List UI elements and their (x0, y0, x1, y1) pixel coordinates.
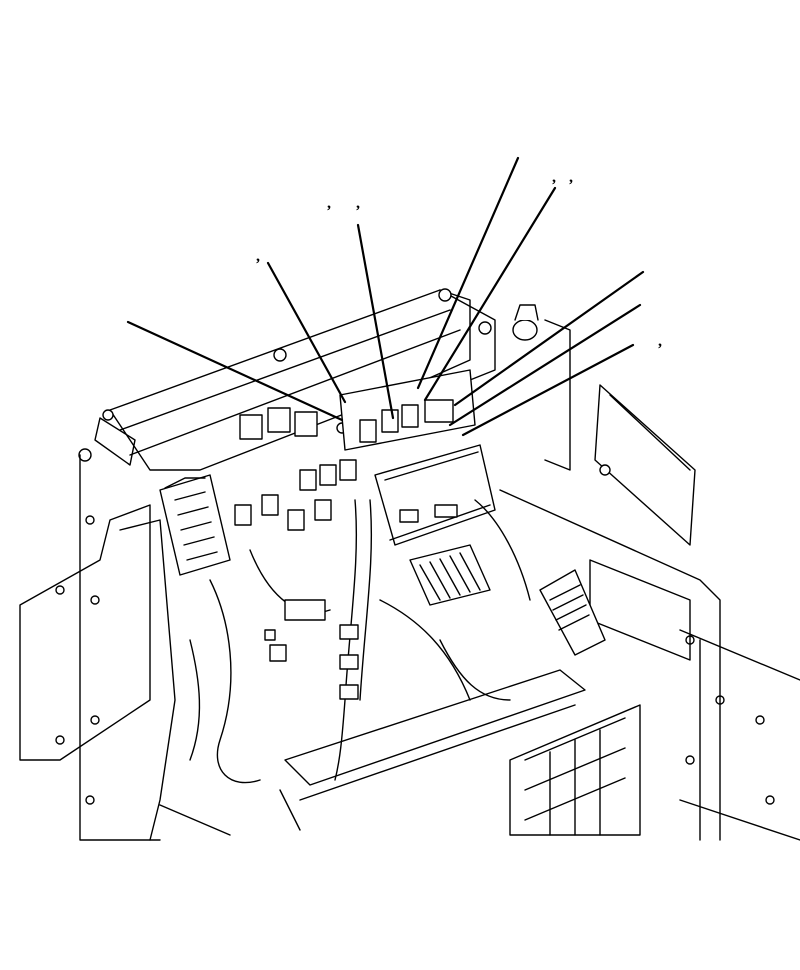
leader-line-3 (356, 223, 395, 420)
heat-sink (409, 544, 491, 606)
callout-mark-6: , (658, 333, 662, 350)
ecu-box (594, 384, 696, 546)
callout-mark-4: , (569, 169, 573, 186)
wiring-harness (189, 499, 531, 784)
radiator-grille (509, 704, 641, 836)
access-plate (539, 569, 606, 656)
floor-edge (159, 799, 800, 841)
callout-mark-2: , (356, 195, 360, 212)
callout-mark-5: , (256, 248, 260, 265)
leader-line-4 (416, 156, 520, 390)
leader-line-5 (423, 186, 557, 402)
callout-mark-1: , (327, 195, 331, 212)
cross-beam (279, 669, 586, 831)
right-structure (499, 319, 800, 841)
left-side-panel (19, 454, 176, 841)
relay-cluster-upper (234, 407, 357, 531)
leader-lines (126, 156, 645, 437)
leader-line-2 (266, 261, 347, 404)
leader-line-8 (461, 343, 635, 437)
fuse-box (159, 474, 231, 576)
relay-bracket (339, 369, 476, 451)
panel-bolts (78, 288, 492, 462)
callout-mark-3: , (552, 169, 556, 186)
harness-connectors (264, 599, 359, 700)
leader-line-1 (126, 320, 344, 422)
leader-line-7 (448, 303, 642, 427)
fitting (512, 304, 539, 341)
controller-module (374, 444, 496, 546)
leader-line-6 (453, 270, 645, 407)
